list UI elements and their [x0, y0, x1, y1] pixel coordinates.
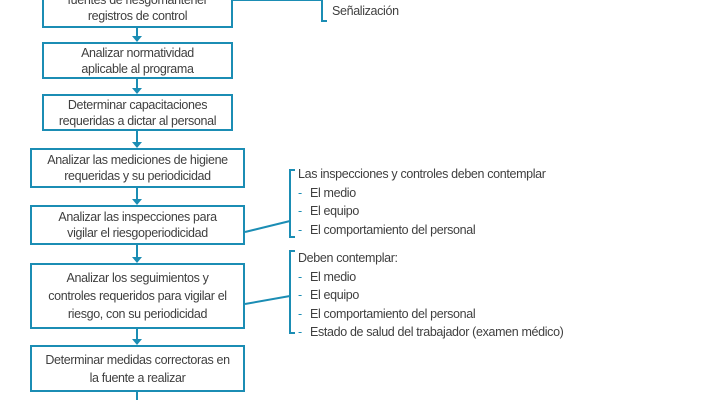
arrowhead-4	[132, 199, 142, 205]
step-line: registros de control	[87, 9, 188, 23]
step-line: Analizar las inspecciones para	[58, 210, 217, 224]
arrowhead-6	[132, 339, 142, 345]
step-line: Analizar normatividad	[81, 45, 194, 60]
note-item: -El medio	[298, 269, 356, 284]
followups-note: Deben contemplar: -El medio -El equipo -…	[298, 249, 564, 342]
note-heading: Las inspecciones y controles deben conte…	[298, 167, 546, 181]
step-line: Determinar capacitaciones	[67, 97, 208, 112]
step-line: requeridas a dictar al personal	[58, 113, 217, 128]
followups-bracket	[289, 250, 295, 334]
step-1-box: fuentes de riesgomantener registros de c…	[42, 0, 233, 28]
note-heading: Deben contemplar:	[298, 251, 398, 265]
step-line: aplicable al programa	[81, 61, 194, 76]
note-item: -Estado de salud del trabajador (examen …	[298, 325, 564, 339]
step-2-box: Analizar normatividad aplicable al progr…	[42, 42, 233, 79]
inspections-connector	[244, 220, 291, 233]
step-line: controles requeridos para vigilar el	[48, 289, 227, 303]
step-line: la fuente a realizar	[89, 370, 186, 385]
arrowhead-1	[132, 36, 142, 42]
step-7-box: Determinar medidas correctoras en la fue…	[30, 345, 245, 392]
inspections-note: Las inspecciones y controles deben conte…	[298, 165, 546, 239]
note-item: -El equipo	[298, 204, 359, 218]
arrowhead-2	[132, 88, 142, 94]
top-bracket	[321, 0, 327, 22]
step-line: vigilar el riesgoperiodicidad	[67, 226, 208, 240]
step-3-box: Determinar capacitaciones requeridas a d…	[42, 94, 233, 131]
step-line: Determinar medidas correctoras en	[45, 352, 230, 367]
step-line: Analizar los seguimientos y	[66, 271, 209, 285]
step-line: Analizar las mediciones de higiene	[47, 153, 228, 167]
step-line: requeridas y su periodicidad	[64, 169, 211, 183]
inspections-bracket	[289, 169, 295, 238]
note-item: -El comportamiento del personal	[298, 306, 476, 321]
note-item: -El equipo	[298, 288, 359, 302]
note-item: -El medio	[298, 185, 356, 200]
note-item: Señalización	[332, 4, 399, 18]
arrowhead-5	[132, 257, 142, 263]
step-6-box: Analizar los seguimientos y controles re…	[30, 263, 245, 329]
followups-connector	[244, 295, 291, 305]
step-4-box: Analizar las mediciones de higiene reque…	[30, 148, 245, 188]
step-line: fuentes de riesgomantener	[67, 0, 208, 7]
top-note: Señalización	[332, 2, 399, 21]
step-5-box: Analizar las inspecciones para vigilar e…	[30, 205, 245, 245]
step-line: riesgo, con su periodicidad	[67, 307, 208, 321]
note-item: -El comportamiento del personal	[298, 222, 476, 237]
arrowhead-3	[132, 142, 142, 148]
